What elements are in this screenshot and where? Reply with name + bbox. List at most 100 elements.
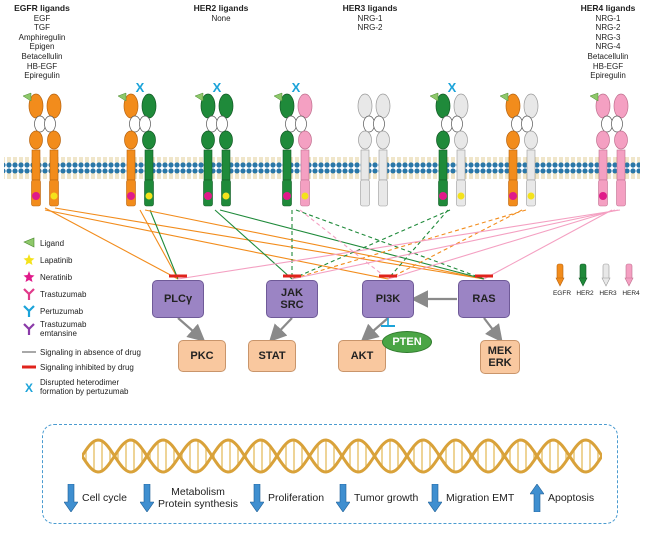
receptor-kinase (378, 179, 388, 207)
legend-label-line: Lapatinib (40, 255, 73, 265)
dna-helix-icon (82, 438, 602, 474)
signal-lines (44, 207, 621, 280)
signal-line (54, 207, 485, 280)
receptor-domain (596, 130, 610, 150)
disrupted-x-icon: X (448, 80, 457, 95)
receptor-transmembrane (378, 149, 388, 181)
outcome-label: Migration EMT (446, 492, 514, 504)
signal-line (44, 207, 179, 280)
trastuzumab-emtansine-icon (22, 322, 36, 336)
down-arrow-icon (336, 484, 350, 512)
lapatinib-icon (22, 253, 36, 267)
receptor-legend-egfr: EGFR (552, 290, 572, 297)
legend-label: Signaling in absence of drug (40, 348, 141, 357)
pathway-arrow (360, 317, 389, 342)
outcome-label-line: Apoptosis (548, 492, 595, 504)
up-arrow-icon (530, 484, 544, 512)
pten-label: PTEN (392, 336, 422, 348)
receptor-transmembrane (300, 149, 310, 181)
receptor-transmembrane (508, 149, 518, 181)
signal-line (214, 209, 293, 280)
disrupted-x-icon: X (136, 80, 145, 95)
legend-item: Ligand (22, 236, 64, 250)
ligand-icon (589, 92, 599, 102)
legend-label: Pertuzumab (40, 307, 83, 316)
pkc-node: PKC (178, 340, 226, 372)
receptor-domain (614, 130, 628, 150)
receptor-legend-her3: HER3 (599, 290, 617, 297)
neratinib-icon (599, 192, 607, 200)
receptor-legend-bar (579, 263, 587, 281)
receptor-legend-bar (556, 263, 564, 281)
receptor-transmembrane (49, 149, 59, 181)
pi3k-label: PI3K (375, 293, 401, 305)
ligand-icon (22, 92, 32, 102)
egfr-ligands: EGFR ligands EGF TGF Amphiregulin Epigen… (4, 3, 80, 81)
disrupted-x-icon: X (22, 380, 36, 394)
pten-node: PTEN (382, 331, 432, 353)
akt-label: AKT (350, 350, 374, 362)
akt-node: AKT (338, 340, 386, 372)
stat-label: STAT (258, 350, 286, 362)
receptor-domain (375, 93, 391, 119)
receptor-domain (611, 115, 623, 133)
signal-line (291, 209, 527, 280)
her3-ligands-title: HER3 ligands (342, 3, 398, 13)
plcy-label: PLCγ (163, 293, 193, 305)
pathway-arrow (177, 317, 206, 342)
receptor-legend-icons (555, 263, 634, 287)
signal-line (219, 209, 485, 280)
neratinib-icon (127, 192, 135, 200)
lapatinib-icon (301, 192, 309, 200)
legend-item: Pertuzumab (22, 304, 83, 318)
ligand-icon (499, 92, 509, 102)
svg-text:X: X (25, 381, 33, 394)
outcome-label: Apoptosis (548, 492, 594, 504)
outcome-item: Cell cycle (64, 484, 127, 512)
lapatinib-icon (222, 192, 230, 200)
receptor-domain (373, 115, 385, 133)
receptor-transmembrane (31, 149, 41, 181)
legend-label-line: emtansine (40, 329, 77, 338)
signal-line (149, 209, 179, 280)
erk-label: ERK (488, 357, 512, 369)
receptor-domain (47, 130, 61, 150)
egfr-ligand: Epigen (29, 42, 55, 52)
ligand-icon (273, 92, 283, 102)
neratinib-icon (22, 270, 36, 284)
receptor-domain (524, 130, 538, 150)
receptor-domain (124, 130, 138, 150)
receptor-domain (357, 93, 373, 119)
receptor-dimer (589, 88, 629, 207)
her4-ligand: Betacellulin (587, 51, 629, 61)
egfr-ligand: Epiregulin (24, 71, 60, 81)
outcome-label-line: Migration EMT (446, 492, 515, 504)
receptor-domain (436, 130, 450, 150)
receptor-domain (139, 115, 151, 133)
receptor-domain (44, 115, 56, 133)
jak-label: JAK (280, 287, 303, 299)
receptor-domain (454, 130, 468, 150)
receptor-domain (297, 93, 313, 119)
lapatinib-icon (145, 192, 153, 200)
receptor-domain (523, 93, 539, 119)
pertuzumab-icon (22, 304, 36, 318)
down-arrow-icon (428, 484, 442, 512)
legend-item: Neratinib (22, 270, 72, 284)
signal-line (295, 209, 485, 280)
outcome-item: Tumor growth (336, 484, 418, 512)
receptor-domain (521, 115, 533, 133)
her4-ligand: Epiregulin (590, 71, 626, 81)
receptor-dimer (22, 88, 62, 207)
ligand-icon (117, 92, 127, 102)
signaling-line-icon (22, 345, 36, 359)
neratinib-icon (439, 192, 447, 200)
her2-ligands-title: HER2 ligands (193, 3, 249, 13)
legend-item: Lapatinib (22, 253, 72, 267)
signal-line (387, 209, 616, 280)
